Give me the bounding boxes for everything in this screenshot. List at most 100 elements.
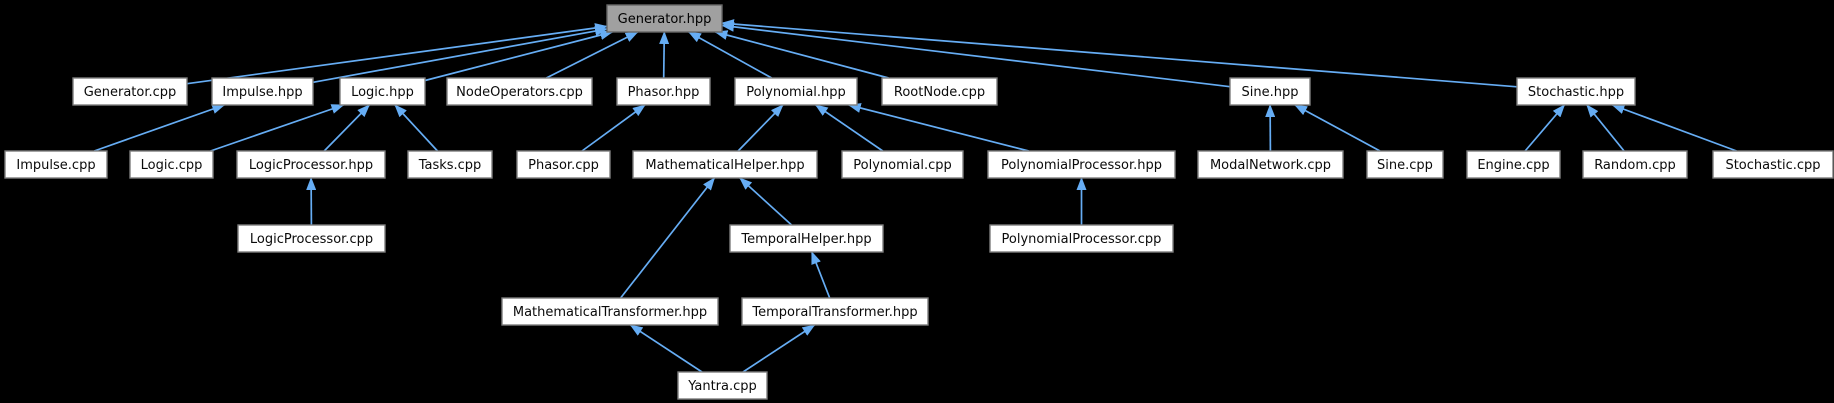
node-label: PolynomialProcessor.cpp bbox=[1002, 232, 1162, 247]
graph-edge-TemporalTransformer.hpp-includes-TemporalHelper.hpp bbox=[811, 251, 831, 299]
node-label: LogicProcessor.hpp bbox=[249, 158, 373, 173]
graph-edge-LogicProcessor.hpp-includes-Logic.hpp bbox=[323, 104, 371, 152]
node-label: Polynomial.cpp bbox=[853, 158, 951, 173]
graph-node-Tasks.cpp[interactable]: Tasks.cpp bbox=[407, 150, 493, 179]
graph-node-Phasor.hpp[interactable]: Phasor.hpp bbox=[616, 77, 711, 106]
graph-node-TemporalTransformer.hpp[interactable]: TemporalTransformer.hpp bbox=[741, 297, 929, 326]
node-label: NodeOperators.cpp bbox=[456, 85, 583, 100]
node-box[interactable] bbox=[407, 150, 493, 179]
graph-edge-Yantra.cpp-includes-MathematicalTransformer.hpp bbox=[629, 324, 703, 373]
graph-edge-Sine.cpp-includes-Sine.hpp bbox=[1294, 104, 1381, 152]
node-label: Generator.cpp bbox=[84, 85, 177, 100]
graph-edge-Phasor.cpp-includes-Phasor.hpp bbox=[581, 104, 646, 152]
graph-node-Polynomial.cpp[interactable]: Polynomial.cpp bbox=[841, 150, 964, 179]
node-label: TemporalTransformer.hpp bbox=[751, 305, 917, 320]
graph-edge-Engine.cpp-includes-Stochastic.hpp bbox=[1524, 104, 1566, 152]
node-label: Stochastic.cpp bbox=[1725, 158, 1820, 173]
node-box[interactable] bbox=[677, 371, 768, 400]
graph-edge-Tasks.cpp-includes-Logic.hpp bbox=[394, 104, 439, 152]
node-box[interactable] bbox=[741, 297, 929, 326]
node-box[interactable] bbox=[881, 77, 998, 106]
node-box[interactable] bbox=[339, 77, 426, 106]
graph-node-RootNode.cpp[interactable]: RootNode.cpp bbox=[881, 77, 998, 106]
graph-edge-Stochastic.cpp-includes-Stochastic.hpp bbox=[1611, 104, 1737, 152]
node-box[interactable] bbox=[236, 150, 386, 179]
graph-edge-Impulse.hpp-includes-Generator.hpp bbox=[312, 26, 608, 84]
node-box[interactable] bbox=[516, 150, 611, 179]
graph-node-LogicProcessor.cpp[interactable]: LogicProcessor.cpp bbox=[237, 224, 386, 253]
node-box[interactable] bbox=[1366, 150, 1444, 179]
graph-node-PolynomialProcessor.hpp[interactable]: PolynomialProcessor.hpp bbox=[987, 150, 1176, 179]
node-box[interactable] bbox=[129, 150, 214, 179]
node-box[interactable] bbox=[446, 77, 593, 106]
node-box[interactable] bbox=[72, 77, 188, 106]
graph-node-MathematicalHelper.hpp[interactable]: MathematicalHelper.hpp bbox=[632, 150, 818, 179]
graph-node-Generator.hpp[interactable]: Generator.hpp bbox=[606, 4, 723, 33]
graph-node-Phasor.cpp[interactable]: Phasor.cpp bbox=[516, 150, 611, 179]
graph-node-MathematicalTransformer.hpp[interactable]: MathematicalTransformer.hpp bbox=[501, 297, 719, 326]
graph-node-Engine.cpp[interactable]: Engine.cpp bbox=[1466, 150, 1561, 179]
node-label: Yantra.cpp bbox=[687, 379, 757, 394]
graph-node-Stochastic.cpp[interactable]: Stochastic.cpp bbox=[1712, 150, 1834, 179]
graph-node-Stochastic.hpp[interactable]: Stochastic.hpp bbox=[1516, 77, 1636, 106]
node-box[interactable] bbox=[501, 297, 719, 326]
graph-node-Sine.hpp[interactable]: Sine.hpp bbox=[1229, 77, 1311, 106]
node-box-highlighted[interactable] bbox=[606, 4, 723, 33]
graph-node-Sine.cpp[interactable]: Sine.cpp bbox=[1366, 150, 1444, 179]
node-box[interactable] bbox=[1516, 77, 1636, 106]
graph-edge-MathematicalTransformer.hpp-includes-MathematicalHelper.hpp bbox=[619, 177, 716, 299]
node-box[interactable] bbox=[1582, 150, 1688, 179]
graph-node-PolynomialProcessor.cpp[interactable]: PolynomialProcessor.cpp bbox=[989, 224, 1174, 253]
node-box[interactable] bbox=[841, 150, 964, 179]
graph-edge-Impulse.cpp-includes-Impulse.hpp bbox=[93, 104, 226, 152]
graph-node-Yantra.cpp[interactable]: Yantra.cpp bbox=[677, 371, 768, 400]
node-label: Sine.hpp bbox=[1242, 85, 1299, 100]
node-box[interactable] bbox=[4, 150, 108, 179]
node-label: Impulse.cpp bbox=[16, 158, 95, 173]
node-label: Sine.cpp bbox=[1377, 158, 1433, 173]
graph-node-NodeOperators.cpp[interactable]: NodeOperators.cpp bbox=[446, 77, 593, 106]
node-box[interactable] bbox=[989, 224, 1174, 253]
graph-edge-NodeOperators.cpp-includes-Generator.hpp bbox=[545, 31, 639, 79]
graph-node-Logic.cpp[interactable]: Logic.cpp bbox=[129, 150, 214, 179]
node-box[interactable] bbox=[1229, 77, 1311, 106]
graph-edge-Polynomial.hpp-includes-Generator.hpp bbox=[687, 31, 773, 79]
node-box[interactable] bbox=[729, 224, 884, 253]
node-label: LogicProcessor.cpp bbox=[250, 232, 373, 247]
node-label: PolynomialProcessor.hpp bbox=[1001, 158, 1162, 173]
graph-node-Impulse.hpp[interactable]: Impulse.hpp bbox=[211, 77, 314, 106]
node-label: MathematicalHelper.hpp bbox=[645, 158, 804, 173]
graph-edge-RootNode.cpp-includes-Generator.hpp bbox=[714, 30, 889, 79]
node-box[interactable] bbox=[1712, 150, 1834, 179]
graph-node-TemporalHelper.hpp[interactable]: TemporalHelper.hpp bbox=[729, 224, 884, 253]
graph-node-Random.cpp[interactable]: Random.cpp bbox=[1582, 150, 1688, 179]
graph-node-Generator.cpp[interactable]: Generator.cpp bbox=[72, 77, 188, 106]
node-box[interactable] bbox=[734, 77, 858, 106]
node-box[interactable] bbox=[616, 77, 711, 106]
node-label: Phasor.hpp bbox=[628, 85, 700, 100]
node-box[interactable] bbox=[987, 150, 1176, 179]
node-label: Impulse.hpp bbox=[222, 85, 302, 100]
graph-node-Polynomial.hpp[interactable]: Polynomial.hpp bbox=[734, 77, 858, 106]
node-label: MathematicalTransformer.hpp bbox=[513, 305, 707, 320]
node-box[interactable] bbox=[237, 224, 386, 253]
node-label: Polynomial.hpp bbox=[746, 85, 846, 100]
node-box[interactable] bbox=[1466, 150, 1561, 179]
node-label: TemporalHelper.hpp bbox=[740, 232, 871, 247]
node-box[interactable] bbox=[211, 77, 314, 106]
node-box[interactable] bbox=[1197, 150, 1344, 179]
graph-node-Logic.hpp[interactable]: Logic.hpp bbox=[339, 77, 426, 106]
graph-edge-Logic.hpp-includes-Generator.hpp bbox=[424, 30, 614, 82]
graph-node-ModalNetwork.cpp[interactable]: ModalNetwork.cpp bbox=[1197, 150, 1344, 179]
graph-node-Impulse.cpp[interactable]: Impulse.cpp bbox=[4, 150, 108, 179]
graph-edge-PolynomialProcessor.hpp-includes-Polynomial.hpp bbox=[847, 103, 1029, 152]
node-label: Logic.hpp bbox=[351, 85, 414, 100]
graph-edge-MathematicalHelper.hpp-includes-Polynomial.hpp bbox=[737, 104, 784, 152]
graph-node-LogicProcessor.hpp[interactable]: LogicProcessor.hpp bbox=[236, 150, 386, 179]
node-box[interactable] bbox=[632, 150, 818, 179]
node-label: Stochastic.hpp bbox=[1528, 85, 1624, 100]
node-label: Engine.cpp bbox=[1477, 158, 1549, 173]
